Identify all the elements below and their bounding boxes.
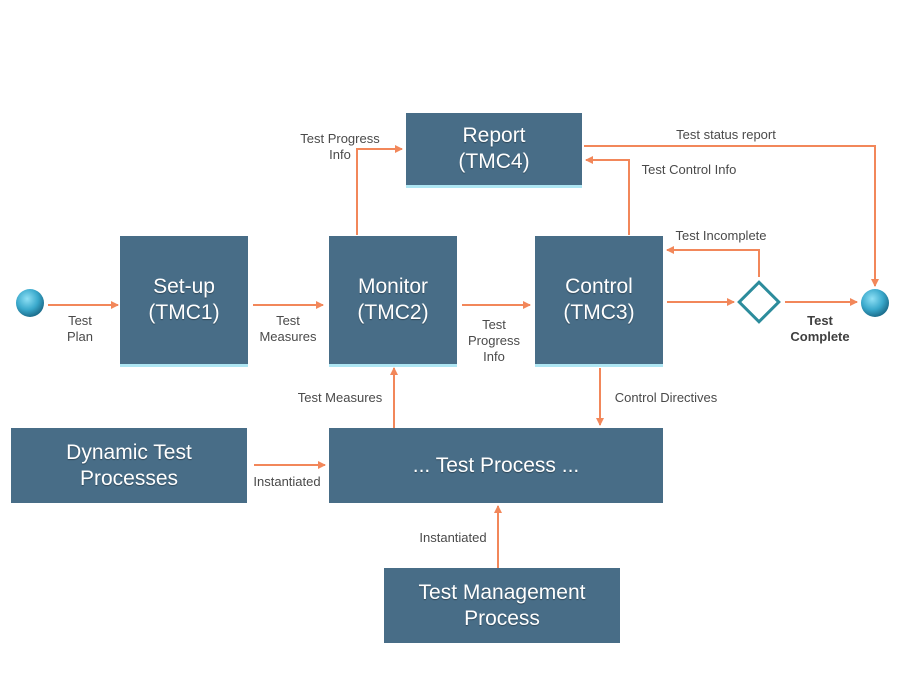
- arrow-monitor-to-report: [356, 145, 403, 235]
- test-management-process-box: Test Management Process: [384, 568, 620, 643]
- start-node: [16, 289, 44, 317]
- label-test-status-report: Test status report: [676, 127, 776, 142]
- end-node: [861, 289, 889, 317]
- control-label: Control (TMC3): [563, 275, 635, 324]
- test-process-label: ... Test Process ...: [412, 453, 580, 477]
- dynamic-test-processes-box: Dynamic Test Processes: [11, 428, 247, 503]
- label-test-control-info: Test Control Info: [641, 162, 737, 177]
- test-management-process-label: Test Management Process: [418, 580, 586, 630]
- label-control-directives: Control Directives: [614, 390, 718, 405]
- dynamic-test-processes-label: Dynamic Test Processes: [66, 440, 192, 490]
- monitor-label: Monitor (TMC2): [357, 275, 429, 324]
- arrow-report-to-end: [584, 145, 879, 287]
- test-process-box: ... Test Process ...: [329, 428, 663, 503]
- label-instantiated-management: Instantiated: [419, 530, 487, 545]
- label-test-progress-info-report: Test Progress Info: [300, 131, 380, 162]
- arrow-decision-to-control: [666, 246, 760, 277]
- label-test-complete: Test Complete: [790, 313, 850, 344]
- arrow-control-to-report: [585, 156, 630, 235]
- label-test-incomplete: Test Incomplete: [675, 228, 767, 243]
- label-test-measures-process: Test Measures: [297, 390, 383, 405]
- label-instantiated-dynamic: Instantiated: [253, 474, 321, 489]
- setup-box: Set-up (TMC1): [120, 236, 248, 367]
- label-test-plan: Test Plan: [66, 313, 94, 344]
- label-test-progress-info-monitor: Test Progress Info: [467, 317, 521, 364]
- label-test-measures-setup: Test Measures: [259, 313, 317, 344]
- report-label: Report (TMC4): [458, 124, 530, 173]
- monitor-box: Monitor (TMC2): [329, 236, 457, 367]
- control-box: Control (TMC3): [535, 236, 663, 367]
- report-box: Report (TMC4): [406, 113, 582, 188]
- setup-label: Set-up (TMC1): [148, 275, 220, 324]
- decision-diamond: [737, 280, 781, 324]
